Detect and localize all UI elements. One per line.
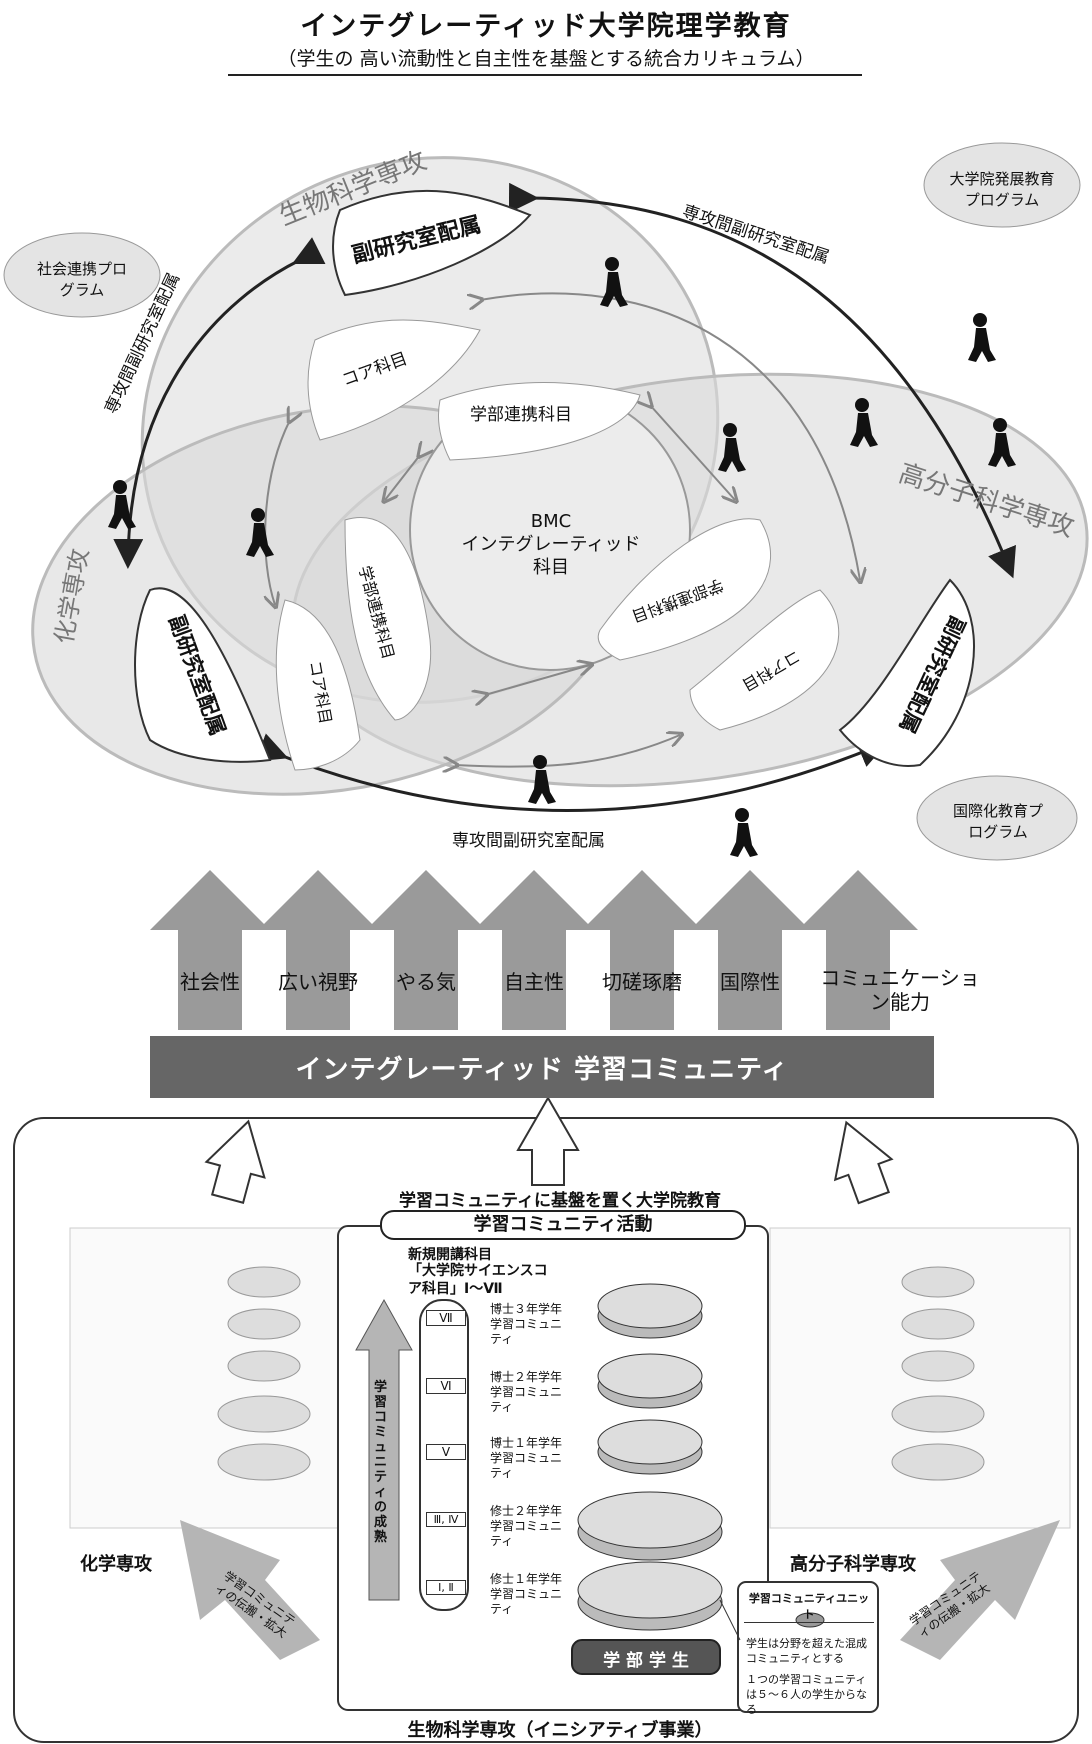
unit-title: 学習コミュニティユニット [744,1590,874,1623]
level-text-34: 修士２年学年学習コミュニティ [490,1504,563,1548]
bottom-heading: 学習コミュニティに基盤を置く大学院教育 [399,1191,721,1211]
unit-note-2: １つの学習コミュニティは５〜６人の学生からなる [746,1673,867,1716]
chem-panel [69,1227,371,1529]
quality-1: 社会性 [180,970,240,994]
center-line-2: インテグレーティッド [461,534,641,555]
quality-2: 広い視野 [278,970,358,994]
core-chem [275,599,361,771]
undergrad-label: 学 部 学 生 [603,1651,689,1671]
program-social: 社会連携プログラム [36,260,127,299]
course-name: 「大学院サイエンスコア科目」Ⅰ～Ⅶ [408,1263,548,1297]
core-polymer [689,589,840,731]
quality-7: コミュニケーション能力 [820,966,980,1014]
maturity-label: 学習コミュニティの成熟 [374,1380,388,1545]
program-intl: 国際化教育プログラム [952,802,1043,841]
level-roman-6: Ⅵ [426,1378,466,1394]
core-bio [307,319,481,441]
program-intl-bubble [916,775,1078,861]
community-discs [577,1283,723,1631]
new-course-label: 新規開講科目 [408,1247,492,1263]
title-underline [228,74,862,76]
level-roman-5: Ⅴ [426,1444,466,1460]
chem-label: 化学専攻 [80,1554,152,1575]
quality-arrows [150,870,918,1030]
inter-major-bottom: 専攻間副研究室配属 [452,831,605,851]
center-label: BMC インテグレーティッド 科目 [446,510,656,579]
level-roman-34: Ⅲ, Ⅳ [426,1512,466,1527]
activity-header: 学習コミュニティ活動 [380,1210,746,1240]
polymer-label: 高分子科学専攻 [790,1554,916,1575]
quality-4: 自主性 [504,970,564,994]
walker-icon [108,257,1016,857]
sublab-polymer [838,578,975,767]
bio-label: 生物科学専攻（イニシアティブ事業） [407,1720,713,1741]
quality-3: やる気 [396,970,456,994]
quality-6: 国際性 [720,970,780,994]
level-roman-12: Ⅰ, Ⅱ [426,1580,466,1595]
quality-5: 切磋琢磨 [602,970,682,994]
level-roman-7: Ⅶ [426,1310,466,1326]
unit-note-1: 学生は分野を超えた混成コミュニティとする [746,1637,867,1665]
center-line-3: 科目 [533,557,569,578]
program-grad-dev: 大学院発展教育プログラム [949,170,1055,209]
level-text-5: 博士１年学年学習コミュニティ [490,1436,563,1480]
faclink-bio-label: 学部連携科目 [470,405,572,425]
sublab-bio [332,189,532,297]
faclink-chem [344,517,432,721]
level-text-7: 博士３年学年学習コミュニティ [490,1302,563,1346]
community-band: インテグレーティッド 学習コミュニティ [150,1036,934,1098]
page-subtitle: （学生の 高い流動性と自主性を基盤とする統合カリキュラム） [277,48,815,70]
faclink-bio [437,382,641,461]
page-title: インテグレーティッド大学院理学教育 [300,11,792,42]
level-text-6: 博士２年学年学習コミュニティ [490,1370,563,1414]
faclink-polymer [597,518,772,661]
center-line-1: BMC [530,511,572,532]
level-text-12: 修士１年学年学習コミュニティ [490,1572,563,1616]
sublab-chem [134,587,272,763]
